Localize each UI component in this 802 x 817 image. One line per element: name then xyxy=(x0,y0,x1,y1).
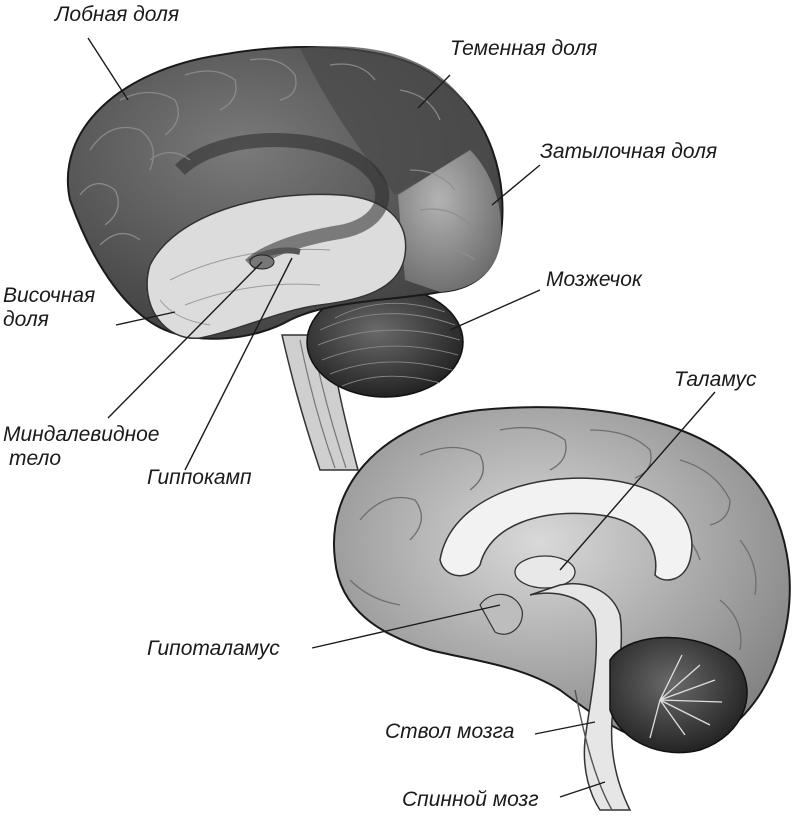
arbor-vitae xyxy=(649,654,723,739)
brainstem-shape xyxy=(529,583,632,811)
label-amygdala: Миндалевидное тело xyxy=(3,423,159,471)
label-amygdala-line2: тело xyxy=(9,447,61,471)
parietal-region xyxy=(300,46,484,195)
corpus-callosum xyxy=(439,477,693,581)
spinal-cord-shape xyxy=(574,689,613,811)
label-frontal-lobe: Лобная доля xyxy=(55,3,180,26)
label-spinal-cord: Спинной мозг xyxy=(402,788,539,811)
hypothalamus-shape xyxy=(479,593,523,635)
lateral-brain xyxy=(66,46,504,471)
medial-cerebellum xyxy=(609,636,748,754)
label-thalamus: Таламус xyxy=(674,368,757,391)
label-temporal-line2: доля xyxy=(3,308,49,332)
medial-brain xyxy=(333,406,791,811)
label-parietal-lobe: Теменная доля xyxy=(450,37,598,60)
label-temporal-lobe: Височная доля xyxy=(3,284,95,332)
label-hypothalamus: Гипоталамус xyxy=(147,637,280,660)
occipital-region xyxy=(398,150,502,292)
label-hippocampus: Гиппокамп xyxy=(147,466,252,489)
label-temporal-line1: Височная xyxy=(3,284,96,307)
label-cerebellum: Мозжечок xyxy=(546,268,642,291)
leader-lines xyxy=(87,37,716,798)
label-amygdala-line1: Миндалевидное xyxy=(3,423,160,446)
label-occipital-lobe: Затылочная доля xyxy=(540,140,718,163)
thalamus-shape xyxy=(514,555,576,589)
label-brainstem: Ствол мозга xyxy=(385,720,515,743)
